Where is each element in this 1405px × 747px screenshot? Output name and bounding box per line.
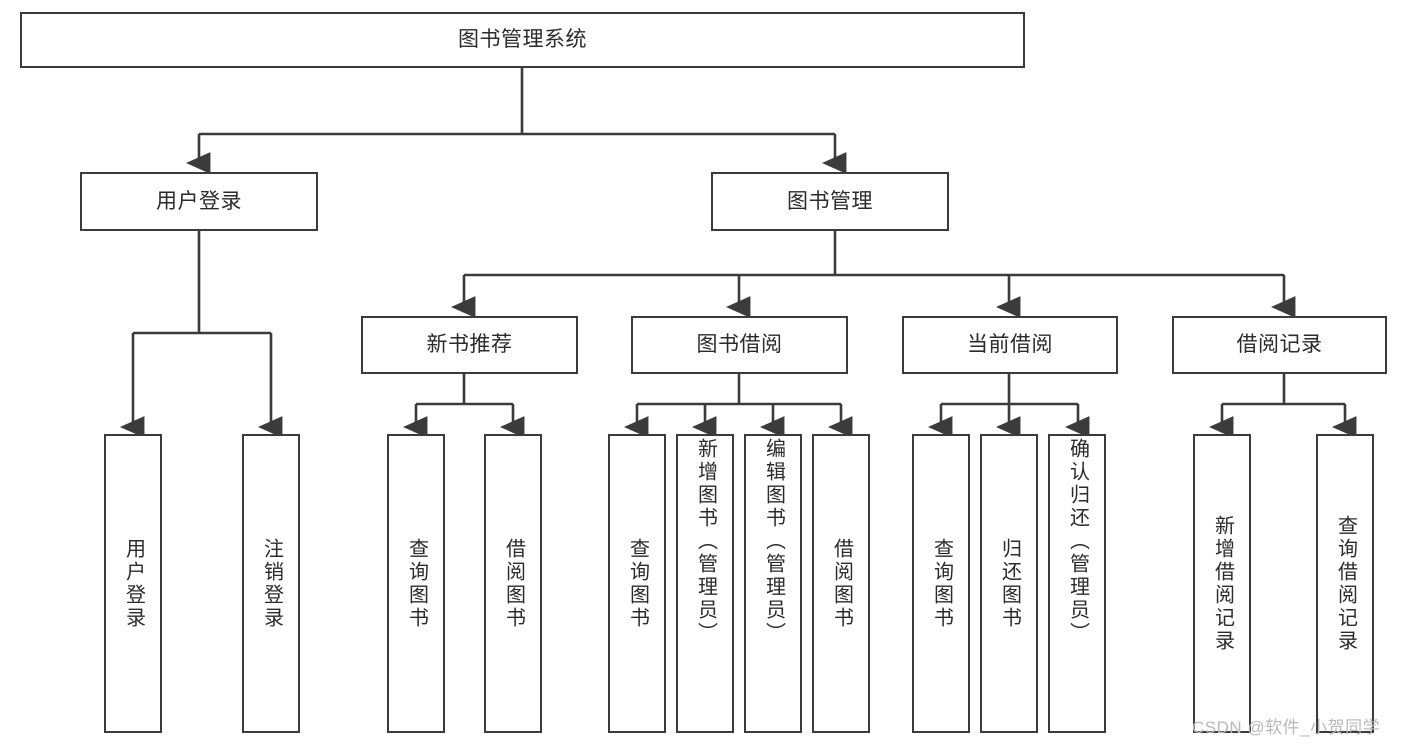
node-leaf-add-book[interactable]: 新增图书（管理员）: [676, 434, 734, 733]
node-user-login-label: 用户登录: [156, 189, 242, 213]
node-leaf-add-record-label: 新增借阅记录: [1211, 514, 1234, 653]
node-leaf-logout-login-label: 注销登录: [260, 537, 283, 630]
node-leaf-user-login-label: 用户登录: [122, 537, 145, 630]
node-leaf-borrow-book-2[interactable]: 借阅图书: [812, 434, 870, 733]
node-leaf-query-record-label: 查询借阅记录: [1334, 514, 1357, 653]
node-borrow-record-label: 借阅记录: [1236, 333, 1323, 357]
node-book-borrow-label: 图书借阅: [696, 333, 783, 357]
node-borrow-record[interactable]: 借阅记录: [1172, 316, 1387, 374]
node-leaf-add-record[interactable]: 新增借阅记录: [1193, 434, 1251, 733]
node-leaf-query-record[interactable]: 查询借阅记录: [1316, 434, 1374, 733]
node-leaf-query-book-1-label: 查询图书: [405, 537, 428, 630]
node-leaf-borrow-book-2-label: 借阅图书: [830, 537, 853, 630]
node-leaf-query-book-2[interactable]: 查询图书: [608, 434, 666, 733]
node-leaf-borrow-book-1[interactable]: 借阅图书: [484, 434, 542, 733]
node-leaf-confirm-return[interactable]: 确认归还（管理员）: [1048, 434, 1106, 733]
node-leaf-query-book-3[interactable]: 查询图书: [912, 434, 970, 733]
node-leaf-borrow-book-1-label: 借阅图书: [502, 537, 525, 630]
node-book-manage[interactable]: 图书管理: [711, 172, 949, 231]
node-leaf-query-book-2-label: 查询图书: [626, 537, 649, 630]
node-leaf-query-book-3-label: 查询图书: [930, 537, 953, 630]
node-current-borrow[interactable]: 当前借阅: [902, 316, 1118, 374]
node-user-login[interactable]: 用户登录: [80, 172, 318, 231]
node-leaf-return-book[interactable]: 归还图书: [980, 434, 1038, 733]
node-leaf-return-book-label: 归还图书: [998, 537, 1021, 630]
node-leaf-edit-book-label: 编辑图书（管理员）: [762, 438, 785, 645]
node-leaf-logout-login[interactable]: 注销登录: [242, 434, 300, 733]
node-current-borrow-label: 当前借阅: [967, 333, 1053, 357]
node-root[interactable]: 图书管理系统: [20, 12, 1025, 68]
node-leaf-query-book-1[interactable]: 查询图书: [387, 434, 445, 733]
node-book-manage-label: 图书管理: [787, 189, 873, 213]
node-new-book-recommend-label: 新书推荐: [426, 333, 513, 357]
node-leaf-edit-book[interactable]: 编辑图书（管理员）: [744, 434, 802, 733]
node-leaf-add-book-label: 新增图书（管理员）: [694, 438, 717, 645]
node-leaf-confirm-return-label: 确认归还（管理员）: [1066, 438, 1089, 645]
node-new-book-recommend[interactable]: 新书推荐: [361, 316, 578, 374]
node-book-borrow[interactable]: 图书借阅: [631, 316, 848, 374]
node-root-label: 图书管理系统: [458, 28, 587, 52]
node-leaf-user-login[interactable]: 用户登录: [104, 434, 162, 733]
